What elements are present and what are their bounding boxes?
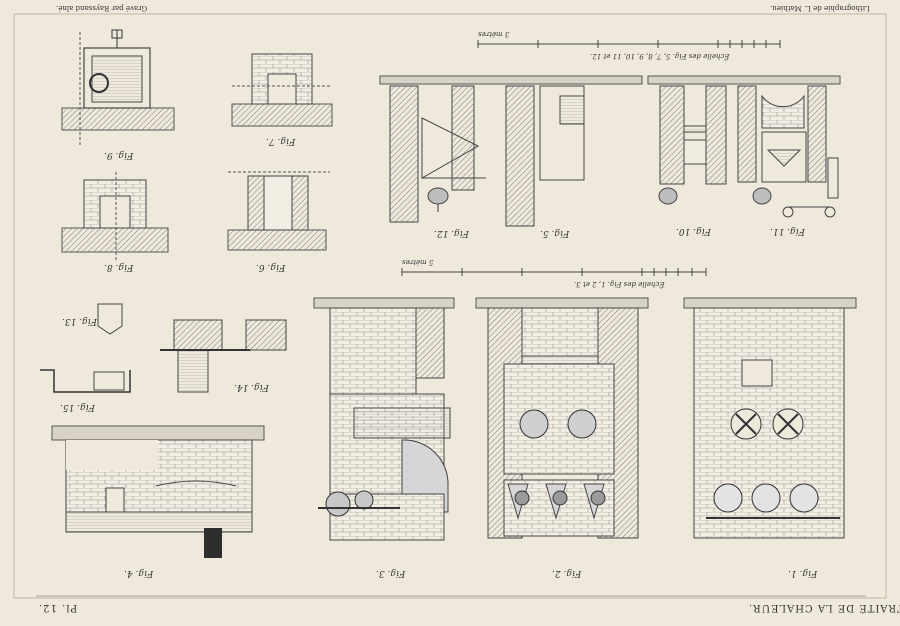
fig3-drawing xyxy=(313,297,455,541)
engraver-credit: Gravé par Rayssand aîné. xyxy=(56,4,148,12)
fig10-caption: Fig. 10. xyxy=(676,226,711,236)
fig8-drawing xyxy=(61,172,169,260)
fig6-caption: Fig. 6. xyxy=(256,262,286,272)
fig11-caption: Fig. 11. xyxy=(770,226,805,236)
scale-top-bar xyxy=(477,40,781,48)
publisher-credit: Lithographie de L. Mathieu. xyxy=(770,4,870,12)
fig7-drawing xyxy=(231,53,333,127)
fig4-caption: Fig. 4. xyxy=(124,568,154,578)
fig9-caption: Fig. 9. xyxy=(104,150,134,160)
fig2-drawing xyxy=(475,297,649,539)
fig3-caption: Fig. 3. xyxy=(376,568,406,578)
fig12-fig5-drawing xyxy=(379,75,643,227)
fig13-14-15-drawing xyxy=(40,303,287,393)
fig5-caption: Fig. 5. xyxy=(540,228,570,238)
fig1-drawing xyxy=(683,297,857,539)
fig7-caption: Fig. 7. xyxy=(266,136,296,146)
scale-mid-bar xyxy=(401,268,707,276)
scale-mid-end-label: 5 mètres xyxy=(402,258,434,266)
fig14-caption: Fig. 14. xyxy=(234,382,269,392)
fig8-caption: Fig. 8. xyxy=(104,262,134,272)
scale-top-end-label: 3 mètres xyxy=(478,30,510,38)
fig13-caption: Fig. 13. xyxy=(62,316,97,326)
fig15-caption: Fig. 15. xyxy=(60,402,95,412)
scale-mid-caption: Échelle des Fig. 1, 2 et 3. xyxy=(574,280,665,288)
fig12-caption: Fig. 12. xyxy=(434,228,469,238)
fig6-drawing xyxy=(227,171,330,251)
fig2-caption: Fig. 2. xyxy=(552,568,582,578)
fig4-drawing xyxy=(51,425,265,558)
fig1-caption: Fig. 1. xyxy=(788,568,818,578)
fig10-fig11-drawing xyxy=(647,75,841,218)
fig9-drawing xyxy=(61,29,175,146)
plate-title: TRAITÉ DE LA CHALEUR. xyxy=(748,602,900,613)
plate-number: Pl. 12. xyxy=(38,602,78,613)
scale-top-caption: Échelle des Fig. 5, 7, 8, 9, 10, 11 et 1… xyxy=(590,52,730,60)
